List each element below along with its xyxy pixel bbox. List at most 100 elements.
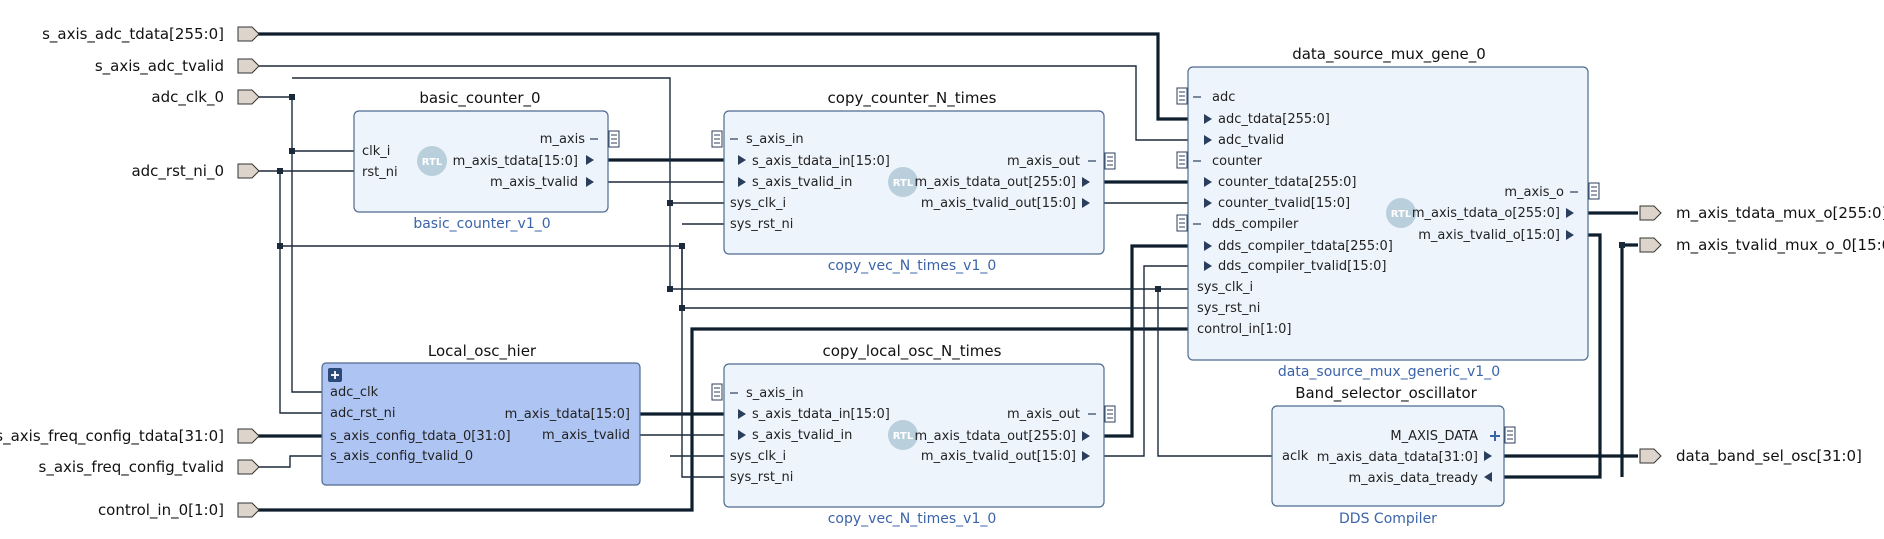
input-arrow-icon [738, 177, 746, 187]
pin-m-axis-tvalid[interactable]: m_axis_tvalid [490, 175, 578, 190]
port-label: s_axis_freq_config_tdata[31:0] [0, 427, 224, 446]
net-control-in[interactable] [258, 327, 1188, 512]
pin-m-axis[interactable]: m_axis [540, 132, 585, 147]
port-adc-clk[interactable]: adc_clk_0 [151, 88, 260, 107]
port-freq-config-tvalid[interactable]: s_axis_freq_config_tvalid [39, 458, 260, 477]
pin-clk-i[interactable]: clk_i [362, 144, 390, 159]
port-label: s_axis_adc_tvalid [95, 57, 224, 76]
pin-s-axis-tvalid-in[interactable]: s_axis_tvalid_in [752, 175, 852, 190]
input-arrow-icon [1204, 241, 1212, 251]
pin-counter-tvalid[interactable]: counter_tvalid[15:0] [1218, 196, 1350, 211]
pin-m-axis-out[interactable]: m_axis_out [1007, 407, 1080, 422]
port-label: adc_rst_ni_0 [131, 162, 224, 181]
output-arrow-icon [586, 155, 594, 165]
external-input-ports: s_axis_adc_tdata[255:0] s_axis_adc_tvali… [0, 25, 260, 520]
block-copy-counter[interactable]: copy_counter_N_times copy_vec_N_times_v1… [711, 89, 1116, 274]
pin-m-axis-tdata-out[interactable]: m_axis_tdata_out[255:0] [915, 175, 1076, 190]
port-band-sel-out[interactable]: data_band_sel_osc[31:0] [1639, 447, 1862, 466]
block-subtitle: DDS Compiler [1339, 511, 1437, 527]
pin-sys-clk-i[interactable]: sys_clk_i [730, 449, 786, 464]
block-data-source-mux[interactable]: data_source_mux_gene_0 data_source_mux_g… [1176, 45, 1600, 380]
pin-m-axis-tvalid[interactable]: m_axis_tvalid [542, 428, 630, 443]
port-s-axis-adc-tdata[interactable]: s_axis_adc_tdata[255:0] [42, 25, 260, 44]
pin-m-axis-data-tdata[interactable]: m_axis_data_tdata[31:0] [1317, 450, 1478, 465]
pin-s-axis-in[interactable]: s_axis_in [746, 132, 804, 147]
pin-s-axis-in[interactable]: s_axis_in [746, 386, 804, 401]
block-basic-counter[interactable]: basic_counter_0 basic_counter_v1_0 RTL c… [353, 89, 620, 232]
pin-m-axis-tdata[interactable]: m_axis_tdata[15:0] [453, 154, 578, 169]
pin-adc-rst-ni[interactable]: adc_rst_ni [330, 406, 395, 421]
pin-adc-clk[interactable]: adc_clk [330, 385, 379, 400]
bus-interface-icon [1104, 152, 1116, 170]
pin-m-axis-out[interactable]: m_axis_out [1007, 154, 1080, 169]
net-adc-clk-vertical[interactable] [292, 77, 1188, 290]
pin-m-axis-data[interactable]: M_AXIS_DATA [1390, 429, 1478, 444]
pin-sys-rst-ni[interactable]: sys_rst_ni [730, 470, 793, 485]
net-adc-rst-vertical[interactable] [279, 171, 322, 414]
port-freq-config-tdata[interactable]: s_axis_freq_config_tdata[31:0] [0, 427, 260, 446]
pin-m-axis-o[interactable]: m_axis_o [1504, 185, 1564, 200]
port-control-in[interactable]: control_in_0[1:0] [98, 501, 260, 520]
net-copy-local-tdata-out[interactable] [1090, 244, 1208, 438]
port-tvalid-mux-out[interactable]: m_axis_tvalid_mux_o_0[15:0] [1639, 236, 1884, 255]
pin-s-axis-tdata-in[interactable]: s_axis_tdata_in[15:0] [752, 154, 890, 169]
pin-s-axis-config-tvalid[interactable]: s_axis_config_tvalid_0 [330, 449, 473, 464]
block-title: Band_selector_oscillator [1295, 384, 1477, 403]
net-freq-config-tvalid[interactable] [258, 455, 322, 468]
pin-s-axis-config-tdata[interactable]: s_axis_config_tdata_0[31:0] [330, 429, 511, 444]
pin-m-axis-tdata-out[interactable]: m_axis_tdata_out[255:0] [915, 429, 1076, 444]
pin-adc[interactable]: adc [1212, 90, 1235, 105]
net-s-axis-adc-tvalid[interactable] [258, 65, 1208, 141]
pin-sys-clk-i[interactable]: sys_clk_i [1197, 280, 1253, 295]
pin-dds-compiler[interactable]: dds_compiler [1212, 217, 1299, 232]
pin-m-axis-tvalid-out[interactable]: m_axis_tvalid_out[15:0] [921, 196, 1076, 211]
output-arrow-icon [1082, 198, 1090, 208]
input-arrow-icon [1204, 261, 1212, 271]
block-copy-local-osc[interactable]: copy_local_osc_N_times copy_vec_N_times_… [711, 342, 1116, 527]
pin-aclk[interactable]: aclk [1282, 449, 1309, 464]
pin-sys-clk-i[interactable]: sys_clk_i [730, 196, 786, 211]
output-arrow-icon [1082, 451, 1090, 461]
pin-rst-ni[interactable]: rst_ni [362, 165, 398, 180]
pin-counter[interactable]: counter [1212, 154, 1263, 169]
rtl-badge-label: RTL [893, 431, 914, 442]
net-junctions [277, 94, 1625, 311]
block-band-selector[interactable]: Band_selector_oscillator DDS Compiler ac… [1271, 384, 1516, 527]
net-adc-clk[interactable] [258, 96, 322, 393]
net-to-tvalid-mux-port[interactable] [1620, 243, 1638, 477]
pin-control-in[interactable]: control_in[1:0] [1197, 322, 1291, 337]
pin-sys-rst-ni[interactable]: sys_rst_ni [730, 217, 793, 232]
pin-m-axis-tdata[interactable]: m_axis_tdata[15:0] [505, 407, 630, 422]
pin-s-axis-tdata-in[interactable]: s_axis_tdata_in[15:0] [752, 407, 890, 422]
net-s-axis-adc-tdata[interactable] [258, 32, 1208, 121]
input-arrow-icon [1204, 135, 1212, 145]
pin-m-axis-tvalid-out[interactable]: m_axis_tvalid_out[15:0] [921, 449, 1076, 464]
port-adc-rst[interactable]: adc_rst_ni_0 [131, 162, 260, 181]
port-label: m_axis_tdata_mux_o[255:0] [1676, 204, 1884, 223]
rtl-badge-icon [1386, 198, 1416, 228]
port-tdata-mux-out[interactable]: m_axis_tdata_mux_o[255:0] [1639, 204, 1884, 223]
rtl-badge-icon [417, 146, 447, 176]
input-arrow-icon [738, 409, 746, 419]
pin-m-axis-tvalid-o[interactable]: m_axis_tvalid_o[15:0] [1418, 228, 1560, 243]
pin-m-axis-tdata-o[interactable]: m_axis_tdata_o[255:0] [1412, 206, 1560, 221]
pin-dds-compiler-tvalid[interactable]: dds_compiler_tvalid[15:0] [1218, 259, 1386, 274]
bus-interface-icon [1176, 214, 1188, 232]
net-adc-rst-bus[interactable] [280, 245, 1188, 309]
pin-s-axis-tvalid-in[interactable]: s_axis_tvalid_in [752, 428, 852, 443]
pin-sys-rst-ni[interactable]: sys_rst_ni [1197, 301, 1260, 316]
pin-adc-tvalid[interactable]: adc_tvalid [1218, 133, 1284, 148]
expand-interface-icon[interactable] [1490, 431, 1500, 441]
expand-hierarchy-icon[interactable] [328, 368, 342, 382]
port-s-axis-adc-tvalid[interactable]: s_axis_adc_tvalid [95, 57, 260, 76]
input-arrow-icon [1204, 198, 1212, 208]
net-copy-local-tvalid-out[interactable] [1090, 265, 1208, 457]
block-local-osc-hier[interactable]: Local_osc_hier adc_clk adc_rst_ni s_axis… [321, 342, 641, 486]
net-sys-clk-dds[interactable] [1157, 287, 1272, 457]
pin-counter-tdata[interactable]: counter_tdata[255:0] [1218, 175, 1357, 190]
pin-adc-tdata[interactable]: adc_tdata[255:0] [1218, 112, 1330, 127]
net-adc-rst-copy-local[interactable] [681, 246, 724, 478]
pin-dds-compiler-tdata[interactable]: dds_compiler_tdata[255:0] [1218, 239, 1393, 254]
pin-m-axis-data-tready[interactable]: m_axis_data_tready [1348, 471, 1478, 486]
